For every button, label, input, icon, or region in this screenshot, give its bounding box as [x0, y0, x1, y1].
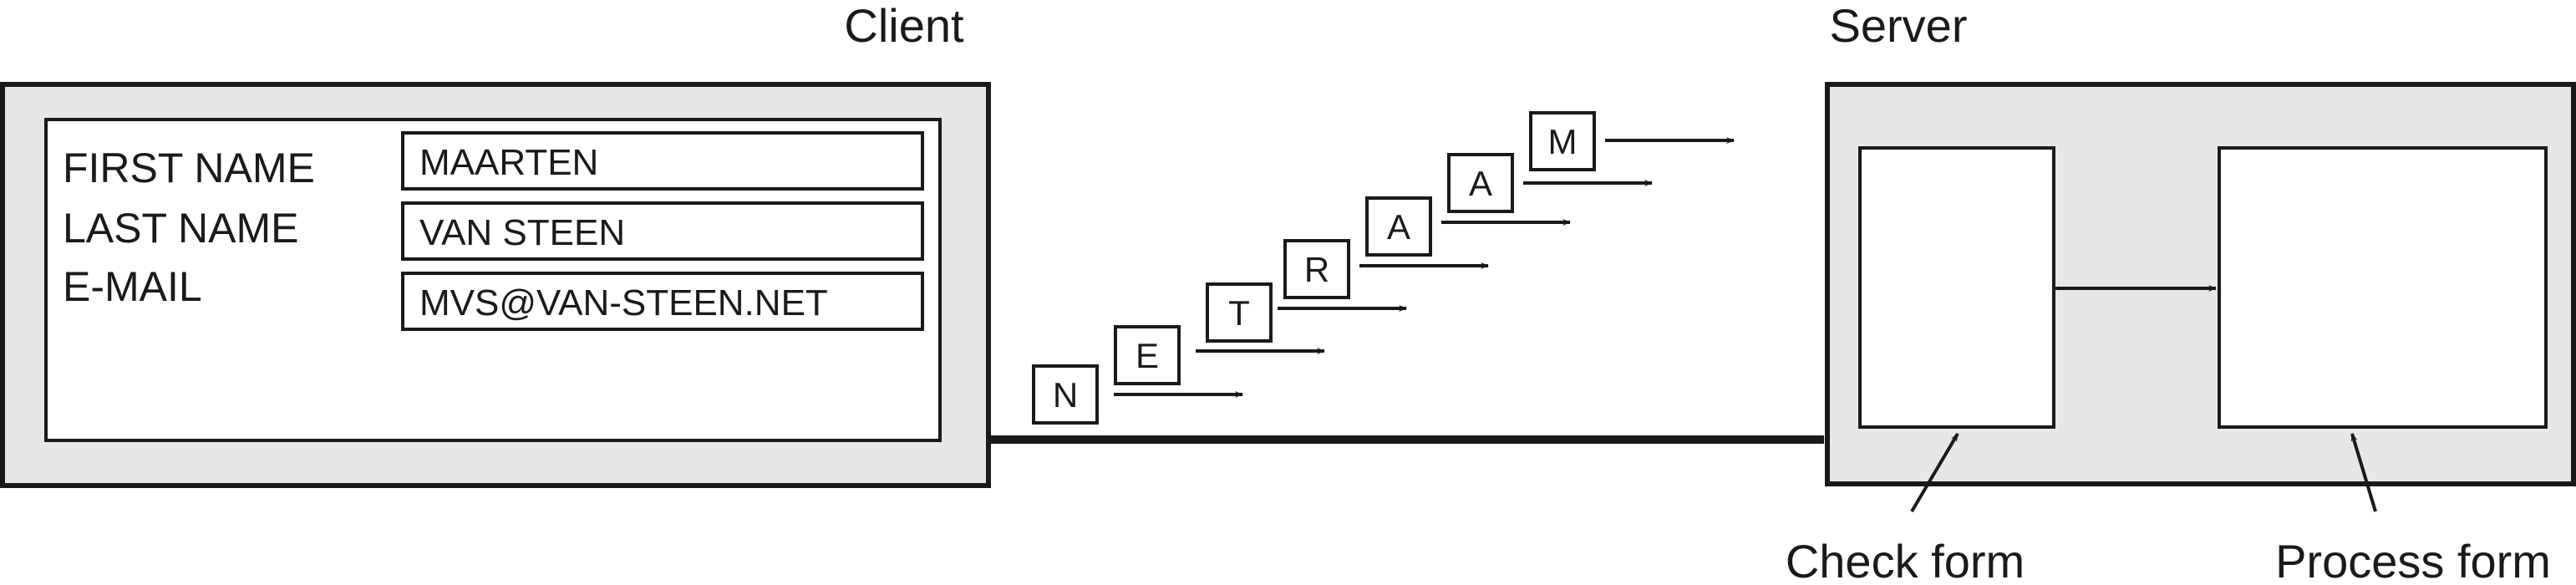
letter-packet: T	[1206, 282, 1407, 343]
email-label: E-MAIL	[63, 263, 202, 310]
process-form-box	[2218, 146, 2548, 429]
last-name-label: LAST NAME	[63, 205, 299, 252]
letter-packet: A	[1365, 196, 1571, 257]
client-title: Client	[844, 0, 964, 52]
email-value: MVS@VAN-STEEN.NET	[419, 282, 828, 323]
letter-packet: A	[1447, 153, 1653, 213]
check-form-label: Check form	[1786, 535, 2025, 585]
first-name-field[interactable]	[401, 131, 924, 191]
check-form-pointer	[1910, 432, 1959, 513]
process-form-label: Process form	[2275, 535, 2551, 585]
letter-packet: R	[1283, 239, 1489, 299]
letter: T	[1228, 293, 1250, 333]
check-form-box	[1858, 146, 2055, 429]
process-form-pointer	[2350, 433, 2377, 512]
server-title: Server	[1830, 0, 1968, 52]
letter: N	[1053, 375, 1078, 415]
last-name-field[interactable]	[401, 201, 924, 261]
letter: E	[1136, 336, 1159, 375]
last-name-value: VAN STEEN	[419, 212, 625, 253]
server-box	[1825, 82, 2576, 486]
first-name-value: MAARTEN	[419, 142, 598, 183]
letter-packet: N	[1032, 364, 1243, 425]
letter: R	[1304, 250, 1329, 289]
email-field[interactable]	[401, 272, 924, 331]
letter-packet: E	[1114, 325, 1325, 385]
first-name-label: FIRST NAME	[63, 145, 315, 191]
letter-packet: M	[1529, 111, 1735, 171]
letter: M	[1548, 122, 1578, 161]
letter-stream: N E T R A A M	[1032, 111, 1735, 425]
letter: A	[1469, 164, 1492, 203]
letter: A	[1387, 207, 1410, 247]
